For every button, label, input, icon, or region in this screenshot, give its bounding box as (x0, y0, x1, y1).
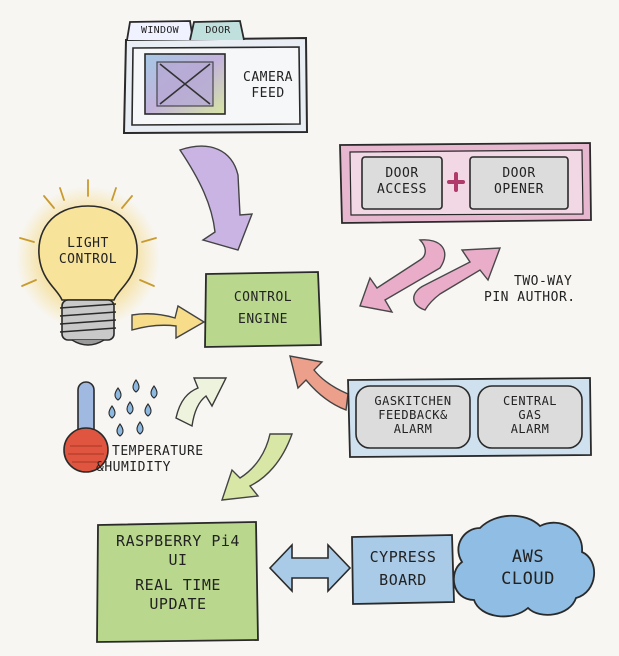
cypress-label-line2: BOARD (379, 571, 427, 589)
central-gas-box (477, 385, 583, 449)
camera-feed-window (122, 20, 309, 135)
control-engine-label[interactable]: CONTROL ENGINE (208, 290, 318, 328)
water-drops (108, 379, 158, 437)
camera-feed-label: CAMERA FEED (232, 70, 304, 102)
light-control-label: LIGHT CONTROL (48, 236, 128, 268)
arrow-light-to-engine (131, 304, 206, 340)
light-label-line1: LIGHT (67, 236, 109, 251)
temp-label-line2: &HUMIDITY (96, 460, 171, 475)
cypress-board-label[interactable]: CYPRESS BOARD (352, 548, 454, 590)
arrow-door-to-engine (359, 239, 446, 313)
gas-kitchen-line3: ALARM (393, 422, 433, 436)
gas-kitchen-box (355, 385, 471, 449)
two-way-label: TWO-WAY PIN AUTHOR. (484, 274, 576, 306)
temp-label-line1: TEMPERATURE (112, 444, 204, 459)
gas-panel (347, 377, 592, 458)
arrow-gas-to-engine (289, 355, 349, 411)
arrow-temp-to-engine (175, 377, 228, 428)
aws-cloud-label[interactable]: AWS CLOUD (468, 546, 588, 590)
tab-door-label[interactable]: DOOR (205, 25, 231, 36)
aws-label-line2: CLOUD (501, 569, 555, 589)
thermometer-bulb (63, 427, 109, 473)
rpi-label-line4: UPDATE (149, 595, 207, 613)
central-gas-line3: ALARM (510, 422, 550, 436)
control-engine-box (204, 271, 322, 348)
control-engine-line1: CONTROL (233, 290, 293, 305)
door-opener-line2: OPENER (494, 182, 544, 197)
door-access-line2: ACCESS (377, 182, 427, 197)
rpi-label-line1: RASPBERRY Pi4 (116, 532, 240, 550)
rpi-label[interactable]: RASPBERRY Pi4 UI REAL TIME UPDATE (98, 532, 258, 614)
two-way-line1: TWO-WAY (514, 274, 573, 289)
light-rays (19, 179, 157, 287)
thermometer (63, 381, 109, 473)
arrow-engine-to-door (413, 247, 502, 311)
double-arrow-rpi-cypress (268, 543, 352, 593)
two-way-line2: PIN AUTHOR. (484, 290, 576, 305)
tab-window-label[interactable]: WINDOW (141, 25, 179, 36)
camera-label-line2: FEED (251, 86, 285, 101)
door-access-box (361, 156, 443, 210)
gas-kitchen-label: GASKITCHEN FEEDBACK& ALARM (356, 394, 470, 436)
plus-icon (447, 172, 465, 192)
control-engine-line2: ENGINE (238, 312, 288, 327)
rpi-label-line3: REAL TIME (135, 576, 221, 594)
aws-cloud-shape (453, 514, 596, 618)
bulb-base (59, 299, 117, 346)
rpi-box (96, 521, 259, 643)
central-gas-line2: GAS (518, 408, 542, 422)
cypress-board-box (351, 534, 455, 605)
light-label-line2: CONTROL (58, 252, 118, 267)
temperature-label: TEMPERATURE &HUMIDITY (94, 444, 204, 476)
arrow-engine-to-rpi (220, 433, 293, 501)
image-placeholder-icon (159, 63, 211, 105)
door-opener-box (469, 156, 569, 210)
door-opener-label: DOOR OPENER (470, 166, 568, 198)
light-bulb (16, 179, 160, 346)
arrow-camera-to-engine (178, 145, 254, 251)
door-panel (339, 142, 592, 224)
gas-kitchen-line1: GASKITCHEN (374, 394, 452, 408)
central-gas-line1: CENTRAL (502, 394, 558, 408)
door-access-line1: DOOR (385, 166, 419, 181)
door-access-label: DOOR ACCESS (362, 166, 442, 198)
door-opener-line1: DOOR (502, 166, 536, 181)
aws-label-line1: AWS (511, 547, 545, 567)
camera-label-line1: CAMERA (243, 70, 293, 85)
tab-door (189, 20, 245, 41)
gas-kitchen-line2: FEEDBACK& (378, 408, 448, 422)
rpi-label-line2: UI (168, 551, 188, 569)
central-gas-label: CENTRAL GAS ALARM (478, 394, 582, 436)
cypress-label-line1: CYPRESS (369, 548, 437, 566)
